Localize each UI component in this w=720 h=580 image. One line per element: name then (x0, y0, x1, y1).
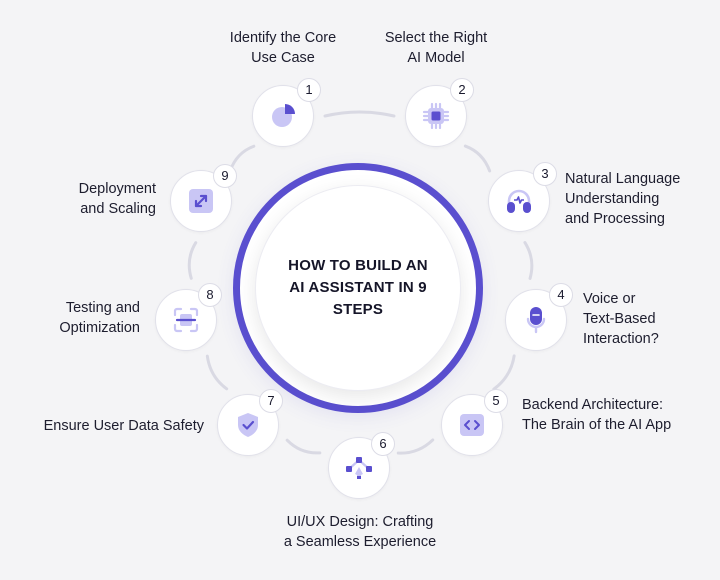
code-icon (458, 411, 486, 439)
center-circle: HOW TO BUILD AN AI ASSISTANT IN 9 STEPS (233, 163, 483, 413)
step-1-badge: 1 (297, 78, 321, 102)
chip-icon (422, 102, 450, 130)
step-8-label: Testing and Optimization (59, 300, 140, 336)
step-2-badge: 2 (450, 78, 474, 102)
step-6-label: UI/UX Design: Crafting a Seamless Experi… (283, 514, 437, 550)
step-6-badge: 6 (371, 432, 395, 456)
step-9-label: Deployment and Scaling (78, 181, 156, 217)
connector-segment (323, 110, 396, 118)
step-9-badge: 9 (213, 164, 237, 188)
step-2-label: Select the Right AI Model (384, 30, 488, 66)
step-4-label: Voice or Text-Based Interaction? (583, 291, 659, 347)
connector-segment (463, 144, 492, 173)
scan-icon (172, 306, 200, 334)
center-title: HOW TO BUILD AN AI ASSISTANT IN 9 STEPS (288, 257, 428, 318)
connector-segment (396, 438, 435, 455)
pie-chart-icon (269, 102, 297, 130)
connector-segment (205, 354, 229, 391)
step-4-badge: 4 (549, 283, 573, 307)
connector-segment (492, 354, 516, 391)
design-nodes-icon (344, 454, 374, 482)
step-1-label: Identify the Core Use Case (229, 30, 337, 66)
connector-segment (285, 438, 322, 455)
headphones-icon (504, 187, 534, 215)
shield-check-icon (234, 411, 262, 439)
step-5-badge: 5 (484, 389, 508, 413)
step-7-badge: 7 (259, 389, 283, 413)
expand-arrows-icon (187, 187, 215, 215)
step-7-label: Ensure User Data Safety (43, 418, 204, 434)
microphone-icon (522, 305, 550, 335)
step-3-badge: 3 (533, 162, 557, 186)
connector-segment (187, 241, 198, 280)
center-inner: HOW TO BUILD AN AI ASSISTANT IN 9 STEPS (256, 186, 460, 390)
step-3-label: Natural Language Understanding and Proce… (565, 171, 681, 227)
step-2-node (405, 85, 467, 147)
step-8-badge: 8 (198, 283, 222, 307)
connector-segment (523, 241, 534, 280)
step-5-label: Backend Architecture: The Brain of the A… (522, 397, 672, 433)
